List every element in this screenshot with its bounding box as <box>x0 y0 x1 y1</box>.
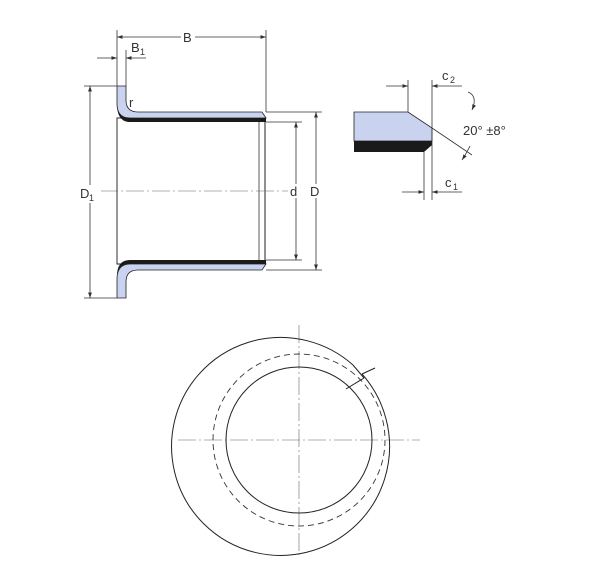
dimension-D1: D 1 <box>79 85 117 299</box>
dimension-angle: 20° ±8° <box>431 91 506 161</box>
top-wall-sliding-layer <box>116 85 267 119</box>
svg-text:D: D <box>80 186 89 201</box>
front-view <box>171 325 420 556</box>
svg-text:1: 1 <box>453 182 458 192</box>
dimension-c2: c 2 <box>386 68 462 88</box>
bore-circle <box>225 366 373 514</box>
svg-text:B: B <box>183 30 192 45</box>
sleeve-hidden-circle <box>212 353 386 527</box>
chamfer-detail: c 2 c 1 20° ±8° <box>353 68 506 200</box>
svg-text:B: B <box>131 40 140 55</box>
svg-text:1: 1 <box>140 47 145 57</box>
svg-text:c: c <box>442 68 449 83</box>
detail-backing <box>354 141 432 152</box>
dimension-B1: B 1 <box>97 40 146 86</box>
dimension-c1: c 1 <box>402 175 462 194</box>
dimension-D: D <box>266 111 323 271</box>
split-joint-edge-b <box>361 367 376 375</box>
flange-outer-circle <box>171 336 391 556</box>
svg-text:d: d <box>290 184 297 199</box>
svg-text:2: 2 <box>450 75 455 85</box>
svg-text:1: 1 <box>89 193 94 203</box>
svg-text:D: D <box>310 184 319 199</box>
detail-sliding-layer <box>353 111 433 142</box>
svg-text:20° ±8°: 20° ±8° <box>463 123 506 138</box>
section-view: r B B 1 D 1 <box>79 30 323 299</box>
split-joint-seam <box>345 377 365 390</box>
dimension-B: B <box>116 30 267 112</box>
radius-label: r <box>129 95 134 110</box>
svg-text:c: c <box>445 175 452 190</box>
split-joint-edge-a <box>352 364 365 379</box>
bottom-wall-sliding-layer <box>116 263 267 299</box>
top-wall-backing <box>117 104 266 122</box>
dimension-d: d <box>266 121 302 261</box>
